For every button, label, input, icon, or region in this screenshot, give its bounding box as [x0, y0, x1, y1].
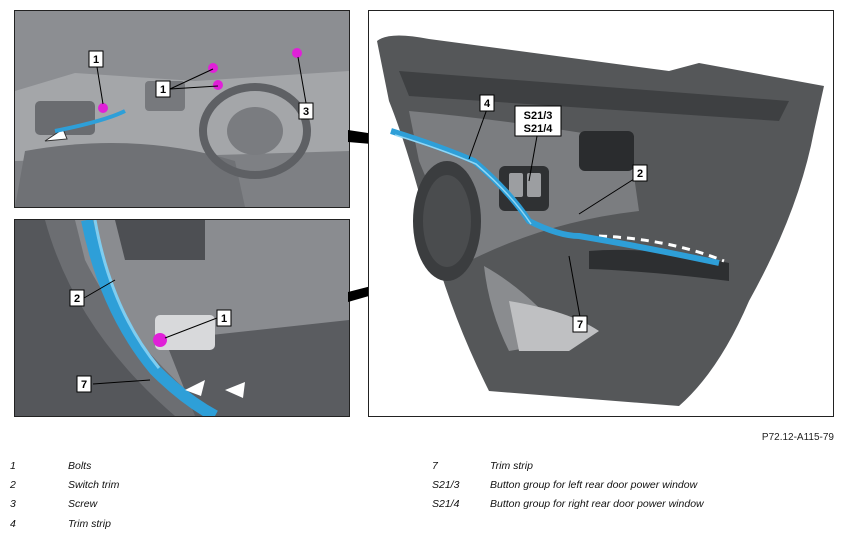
callout-1: 1 — [160, 84, 166, 96]
bolt-marker — [98, 103, 108, 113]
callout-1: 1 — [221, 313, 227, 325]
callout-1: 1 — [93, 54, 99, 66]
callout-7: 7 — [577, 319, 583, 331]
legend-label: Switch trim — [68, 478, 120, 491]
legend-num: S21/4 — [432, 498, 460, 511]
legend-num: 3 — [10, 498, 16, 511]
callout-s21-3: S21/3 — [524, 110, 553, 122]
legend-label: Screw — [68, 498, 98, 511]
inset-top-door-inner: 1 1 3 — [14, 10, 350, 208]
callout-2: 2 — [637, 168, 643, 180]
screw-marker — [292, 48, 302, 58]
callout-4: 4 — [484, 98, 491, 110]
callout-3: 3 — [303, 106, 309, 118]
legend-right: 7 Trim strip S21/3 Button group for left r… — [432, 456, 704, 514]
legend-label: Button group for left rear door power wi… — [490, 478, 698, 491]
callout-labels: 1 1 3 — [88, 50, 314, 120]
legend-item: 3 Screw — [10, 495, 119, 514]
main-door-view: 4 S21/3 S21/4 2 7 — [368, 10, 834, 417]
legend-left: 1 Bolts 2 Switch trim 3 Screw 4 Trim strip — [10, 456, 119, 533]
inset-top-illustration: 1 1 3 — [15, 11, 349, 207]
legend-label: Button group for right rear door power w… — [490, 498, 704, 511]
bolt-marker — [213, 80, 223, 90]
legend-num: 1 — [10, 459, 16, 472]
legend-item: 4 Trim strip — [10, 514, 119, 533]
callout-7: 7 — [81, 379, 87, 391]
callout-s21-4: S21/4 — [524, 123, 554, 135]
leader-lines — [96, 56, 307, 105]
inset-bottom-illustration: 2 1 7 — [15, 220, 349, 416]
door-panel-illustration: 4 S21/3 S21/4 2 7 — [377, 35, 824, 406]
callout-2: 2 — [74, 293, 80, 305]
legend-num: S21/3 — [432, 478, 460, 491]
legend-label: Trim strip — [68, 517, 111, 530]
bolt-marker — [153, 333, 167, 347]
figure-code: P72.12-A115-79 — [761, 432, 834, 443]
legend-item: 2 Switch trim — [10, 475, 119, 494]
legend-num: 2 — [10, 478, 16, 491]
legend-label: Trim strip — [490, 459, 533, 472]
legend-item: 1 Bolts — [10, 456, 119, 475]
legend-num: 4 — [10, 517, 16, 530]
legend-item: S21/3 Button group for left rear door pow… — [432, 475, 704, 494]
legend-item: S21/4 Button group for right rear door po… — [432, 495, 704, 514]
legend-item: 7 Trim strip — [432, 456, 704, 475]
legend-label: Bolts — [68, 459, 92, 472]
inset-bottom-switch-trim: 2 1 7 — [14, 219, 350, 417]
legend-num: 7 — [432, 459, 438, 472]
